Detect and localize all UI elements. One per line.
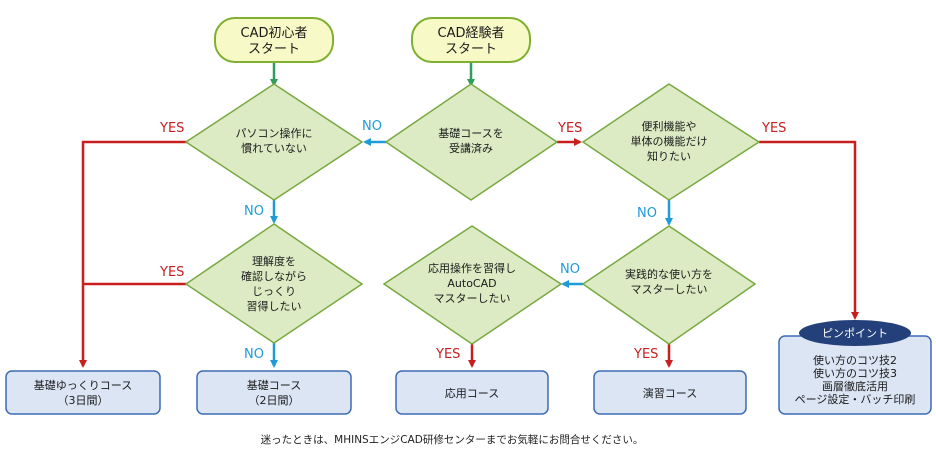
start-beginner-line2: スタート bbox=[248, 42, 300, 57]
decision-basic-taken-line1: 基礎コースを bbox=[438, 127, 503, 140]
decision-convenient-line2: 単体の機能だけ bbox=[631, 134, 708, 148]
pinpoint-badge bbox=[799, 320, 911, 346]
start-experienced-line2: スタート bbox=[445, 42, 497, 57]
decision-practical-line2: マスターしたい bbox=[631, 283, 708, 296]
label-no-basic: NO bbox=[362, 119, 382, 134]
pinpoint-line1: 使い方のコツ技2 bbox=[813, 353, 897, 367]
decision-understand-line3: じっくり bbox=[252, 285, 296, 298]
label-no-pc: NO bbox=[244, 204, 264, 219]
course-exercise: 演習コース bbox=[593, 370, 747, 415]
label-yes-understand: YES bbox=[159, 265, 184, 280]
label-no-convenient: NO bbox=[637, 206, 657, 221]
decision-basic-taken-line2: 受講済み bbox=[449, 141, 493, 155]
decision-pc-used: パソコン操作に 慣れていない bbox=[184, 83, 364, 201]
start-experienced: CAD経験者 スタート bbox=[411, 17, 531, 63]
decision-understand-line2: 確認しながら bbox=[241, 269, 307, 283]
label-yes-basic: YES bbox=[557, 121, 582, 136]
course-slow-name: 基礎ゆっくりコース bbox=[34, 379, 132, 392]
pinpoint-badge-label: ピンポイント bbox=[822, 327, 888, 340]
pinpoint-line4: ページ設定・バッチ印刷 bbox=[795, 392, 916, 406]
decision-understand-line1: 理解度を bbox=[252, 254, 296, 268]
course-exercise-name: 演習コース bbox=[643, 386, 697, 400]
decision-pc-used-line2: 慣れていない bbox=[241, 141, 307, 155]
course-slow: 基礎ゆっくりコース （3日間） bbox=[5, 370, 161, 415]
decision-applied-line1: 応用操作を習得し bbox=[428, 261, 516, 275]
course-applied-name: 応用コース bbox=[445, 386, 499, 400]
decision-understand: 理解度を 確認しながら じっくり 習得したい bbox=[184, 223, 364, 344]
decision-practical-line1: 実践的な使い方を bbox=[625, 267, 713, 281]
decision-applied-line3: マスターしたい bbox=[434, 292, 511, 305]
course-basic: 基礎コース （2日間） bbox=[196, 370, 352, 415]
label-yes-convenient: YES bbox=[761, 121, 786, 136]
pinpoint-line2: 使い方のコツ技3 bbox=[813, 366, 897, 380]
arrow-pc-yes bbox=[79, 140, 188, 368]
footer-note: 迷ったときは、MHINSエンジCAD研修センターまでお気軽にお問合せください。 bbox=[261, 433, 644, 446]
course-slow-days: （3日間） bbox=[58, 394, 109, 407]
label-no-understand: NO bbox=[244, 347, 264, 362]
decision-convenient: 便利機能や 単体の機能だけ 知りたい bbox=[581, 83, 761, 201]
decision-understand-line4: 習得したい bbox=[247, 300, 302, 313]
connectors bbox=[79, 63, 859, 368]
decision-applied-line2: AutoCAD bbox=[447, 277, 496, 290]
course-basic-days: （2日間） bbox=[249, 394, 300, 407]
pinpoint-line3: 画層徹底活用 bbox=[822, 379, 888, 393]
label-yes-pc: YES bbox=[159, 121, 184, 136]
decision-pc-used-line1: パソコン操作に bbox=[236, 126, 313, 140]
label-yes-practical: YES bbox=[633, 347, 658, 362]
label-no-practical: NO bbox=[560, 262, 580, 277]
decision-convenient-line1: 便利機能や bbox=[642, 119, 697, 133]
decision-convenient-line3: 知りたい bbox=[647, 149, 691, 163]
start-beginner-line1: CAD初心者 bbox=[241, 26, 308, 41]
decision-practical: 実践的な使い方を マスターしたい bbox=[581, 225, 757, 345]
branch-labels: YES NO YES YES NO NO YES NO NO YES YES bbox=[159, 119, 786, 362]
decision-basic-taken: 基礎コースを 受講済み bbox=[384, 83, 559, 201]
course-basic-name: 基礎コース bbox=[247, 379, 301, 392]
start-experienced-line1: CAD経験者 bbox=[438, 26, 505, 41]
course-pinpoint: ピンポイント 使い方のコツ技2 使い方のコツ技3 画層徹底活用 ページ設定・バッ… bbox=[778, 320, 932, 415]
label-yes-applied: YES bbox=[435, 347, 460, 362]
start-beginner: CAD初心者 スタート bbox=[214, 17, 334, 63]
course-applied: 応用コース bbox=[395, 370, 549, 415]
decision-applied: 応用操作を習得し AutoCAD マスターしたい bbox=[382, 225, 563, 345]
arrow-convenient-yes bbox=[759, 140, 859, 320]
